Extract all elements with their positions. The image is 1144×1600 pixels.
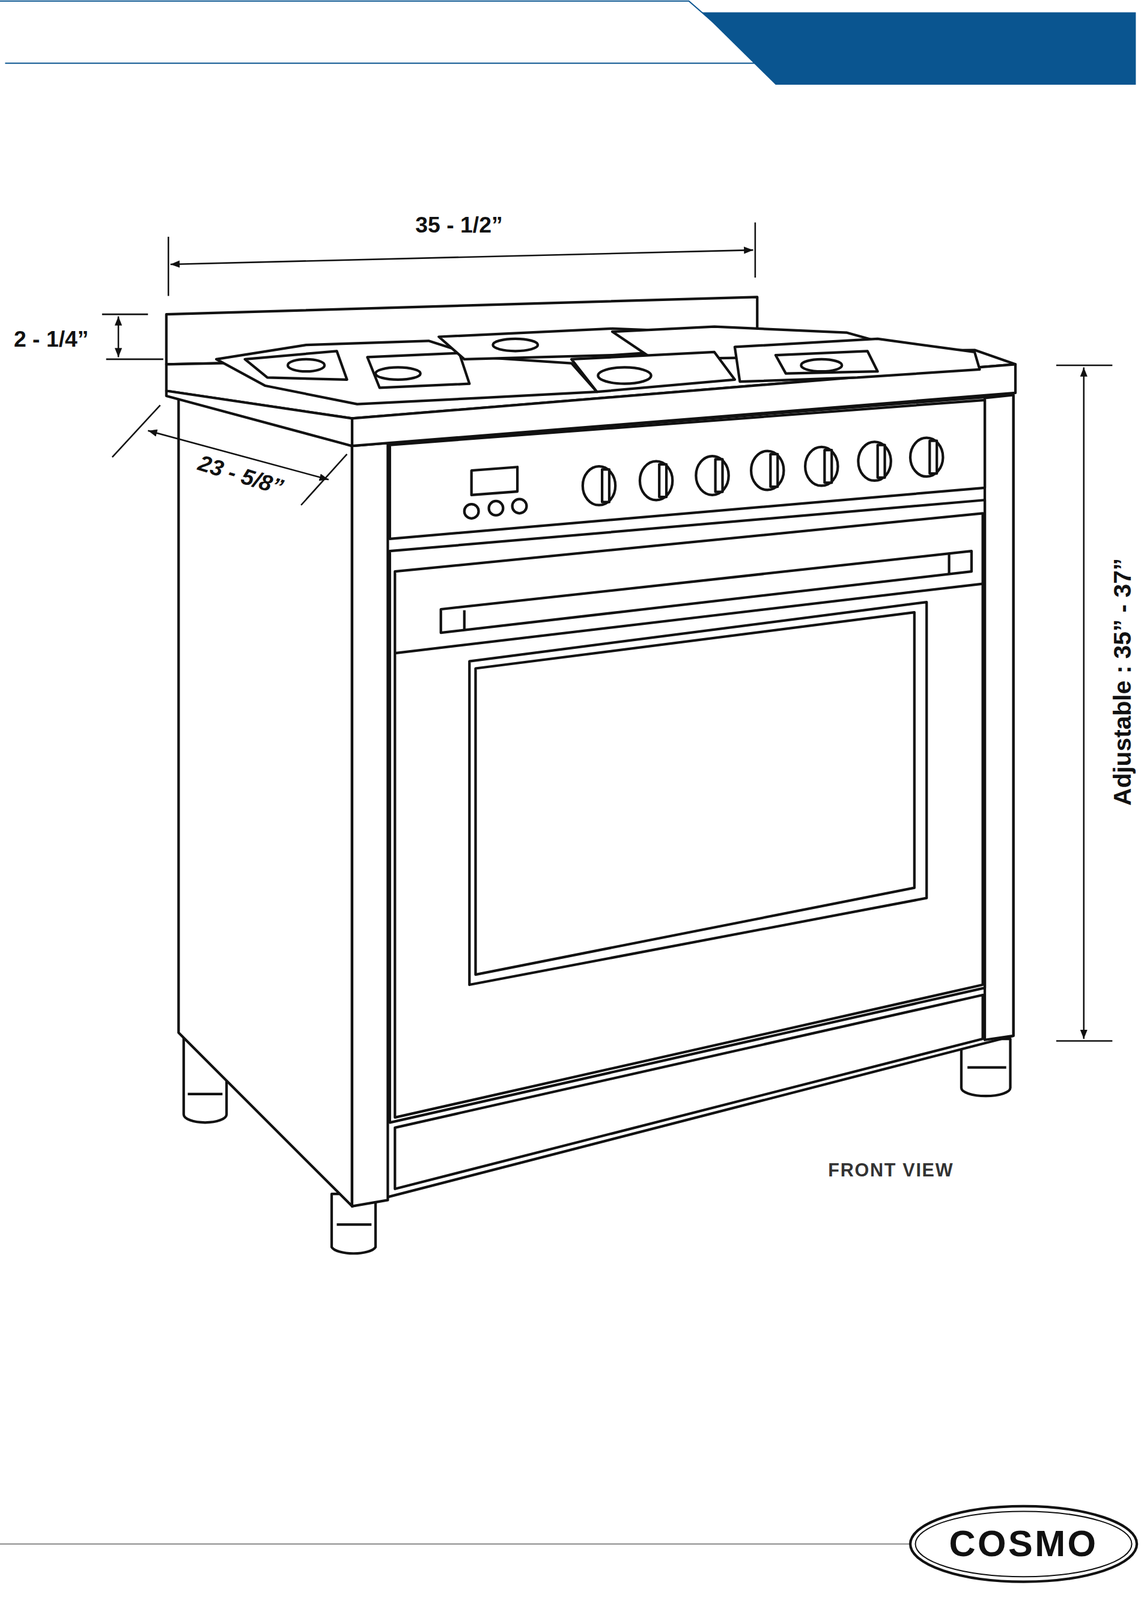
logo-badge: COSMO (908, 1504, 1140, 1584)
dimension-label: 2 - 1/4” (12, 327, 91, 353)
logo-text: COSMO (908, 1523, 1140, 1564)
range-body (166, 296, 1016, 1254)
dimension-lines (102, 222, 1113, 1041)
dimension-label: Adjustable : 35” - 37” (1109, 555, 1137, 808)
header-band (0, 1, 1136, 85)
footer-rule (0, 1543, 915, 1545)
dimension-label: 35 - 1/2” (413, 213, 505, 238)
view-caption: FRONT VIEW (826, 1161, 956, 1182)
